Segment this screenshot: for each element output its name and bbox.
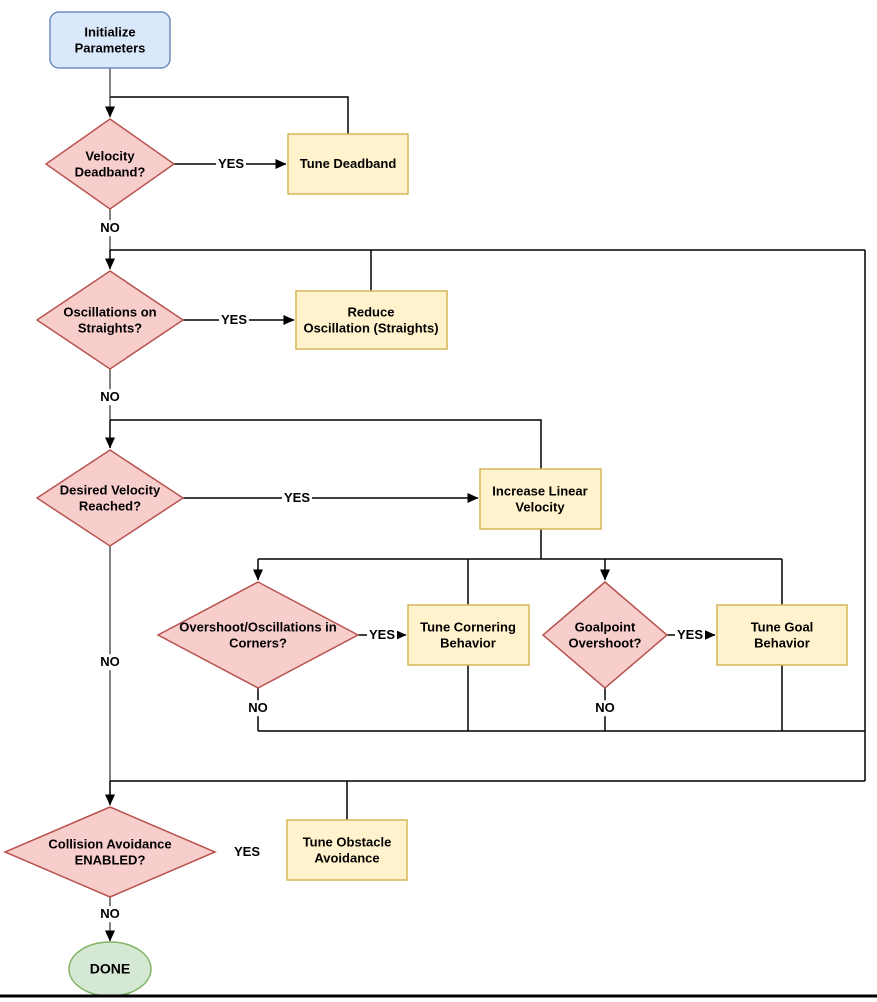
edge-feedback-tune-deadband <box>110 96 349 134</box>
tune-cornering-process-shape <box>407 604 530 666</box>
done-terminal-shape <box>68 941 152 997</box>
velocity-deadband-decision-shape <box>44 118 176 210</box>
increase-linear-velocity-process-shape <box>479 468 602 530</box>
oscillations-straights-decision-shape <box>35 270 185 370</box>
goalpoint-overshoot-decision-shape <box>541 581 669 689</box>
desired-velocity-decision-shape <box>35 449 185 547</box>
tune-deadband-process-shape <box>287 133 409 195</box>
edge-feedback-increase-velocity <box>110 419 542 469</box>
tune-goal-process-shape <box>716 604 848 666</box>
collision-avoidance-decision-shape <box>3 806 217 898</box>
start-node-shape <box>49 11 171 69</box>
reduce-oscillation-process-shape <box>295 290 448 350</box>
tune-obstacle-process-shape <box>286 819 408 881</box>
overshoot-corners-decision-shape <box>156 581 360 689</box>
